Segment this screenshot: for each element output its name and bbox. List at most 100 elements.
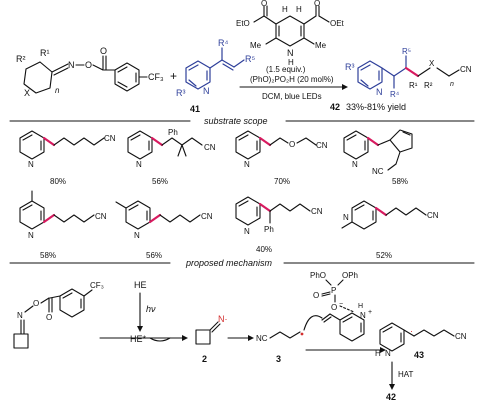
reactant-oxime-ester: X n R² R¹ N O O CF₃	[16, 46, 164, 98]
s8-yield: 52%	[376, 251, 392, 260]
main-arrow-head	[342, 84, 348, 90]
condition-equiv: (1.5 equiv.)	[266, 65, 306, 74]
label-hantzsch-nh: H	[288, 58, 294, 67]
label-x-42: X	[429, 59, 435, 68]
label-n-pyr-42: N	[376, 87, 383, 97]
s4-nc: NC	[372, 167, 384, 176]
scope-compound-8: N CN 52%	[341, 200, 439, 260]
s2-yield: 56%	[152, 177, 168, 186]
mech-oph: OPh	[342, 271, 358, 280]
mech-hat: HAT	[398, 370, 414, 379]
scope-compound-7: N Ph CN 40%	[235, 196, 323, 254]
section-title-mechanism: proposed mechanism	[185, 258, 273, 268]
s2-ph: Ph	[168, 128, 178, 137]
scope-compound-5: N CN 58%	[19, 190, 107, 260]
label-n-42: n	[450, 81, 454, 88]
label-r5-42: R⁵	[402, 47, 411, 56]
label-hantzsch-h: H	[282, 5, 288, 14]
s7-yield: 40%	[256, 245, 272, 254]
label-n: n	[55, 86, 60, 95]
label-r5-41: R⁵	[245, 54, 255, 64]
section-title-scope: substrate scope	[204, 116, 268, 126]
s1-cn: CN	[104, 134, 116, 143]
label-x: X	[24, 88, 30, 98]
mech-o-top: O	[313, 291, 319, 300]
mech-43-n: N	[385, 349, 391, 358]
label-n-pyr-41: N	[203, 86, 210, 96]
mech-label-2: 2	[202, 354, 207, 364]
mech-label-43: 43	[414, 350, 424, 360]
mech-pho: PhO	[310, 271, 326, 280]
scope-compound-4: N NC 58%	[343, 129, 413, 186]
label-r2-42: R²	[424, 81, 433, 90]
label-r3-41: R³	[176, 88, 186, 98]
label-r4-41: R⁴	[218, 38, 228, 48]
mech-nc: NC	[256, 334, 268, 343]
mech-arrow-3-head	[380, 347, 386, 353]
s1-n: N	[28, 160, 34, 169]
mech-he: HE	[134, 280, 147, 290]
mech-phosphate: PhO P OPh O O −	[310, 271, 358, 312]
s3-yield: 70%	[274, 177, 290, 186]
mech-43-h: H	[375, 349, 381, 358]
mech-minus: −	[339, 301, 343, 308]
mech-radical-dot-3	[300, 332, 304, 336]
mech-label-42: 42	[386, 392, 396, 402]
mech-pyridinium: N + H	[321, 303, 372, 342]
product-42: N R³ R⁴ R⁵ R¹ R² X n CN	[345, 47, 472, 99]
s2-n: N	[136, 160, 142, 169]
mech-pyr-n: N	[360, 311, 366, 320]
compound-41: N R³ R⁴ R⁵ 41	[176, 38, 255, 114]
condition-solvent: DCM, blue LEDs	[262, 92, 322, 101]
s3-n: N	[244, 160, 250, 169]
mech-arrow-1-head	[182, 335, 188, 341]
label-r3-42: R³	[345, 62, 355, 72]
s2-cn: CN	[204, 143, 216, 152]
product-label-42: 42	[330, 102, 340, 112]
mech-n-radical: N·	[218, 314, 228, 324]
s7-ph: Ph	[264, 225, 274, 234]
mech-he-star: HE*	[130, 334, 147, 344]
label-oet: OEt	[330, 19, 345, 28]
scope-compound-6: N CN 56%	[115, 200, 213, 260]
mech-pyr-h: H	[358, 303, 363, 310]
s4-yield: 58%	[392, 177, 408, 186]
mech-p: P	[331, 286, 336, 295]
label-r2: R²	[16, 54, 26, 64]
s7-n: N	[244, 227, 250, 236]
condition-catalyst: (PhO)₂PO₂H (20 mol%)	[250, 75, 334, 84]
s6-yield: 56%	[146, 251, 162, 260]
mech-he-arrow-head	[137, 326, 143, 332]
s3-o: O	[289, 140, 295, 149]
s1-yield: 80%	[50, 177, 66, 186]
mech-hbond	[339, 305, 355, 313]
mech-hv: hν	[146, 304, 156, 314]
label-n-oxime: N	[68, 60, 75, 70]
mech-arrow-2-head	[248, 335, 254, 341]
label-41: 41	[190, 104, 200, 114]
plus-sign: +	[170, 69, 177, 83]
mech-pyr-plus: +	[368, 309, 372, 316]
scope-compound-2: N Ph CN 56%	[127, 128, 216, 186]
label-r1-42: R¹	[409, 81, 418, 90]
label-eto: EtO	[236, 19, 250, 28]
label-r1: R¹	[40, 48, 50, 58]
s4-n: N	[352, 160, 358, 169]
mech-oxime-o-carbonyl: O	[46, 313, 52, 322]
label-r4-42: R⁴	[390, 90, 400, 99]
label-o-left: O	[261, 0, 267, 8]
mech-o-minus: O	[331, 303, 337, 312]
s8-cn: CN	[427, 211, 439, 220]
label-me-left: Me	[250, 41, 262, 50]
s5-yield: 58%	[40, 251, 56, 260]
scope-compound-3: N O CN 70%	[235, 130, 328, 186]
s7-cn: CN	[311, 207, 323, 216]
hantzsch-ester: N H H H O EtO O OEt Me Me	[236, 0, 345, 67]
mech-43-cn: CN	[455, 332, 467, 341]
s5-cn: CN	[95, 212, 107, 221]
product-yield: 33%-81% yield	[346, 102, 406, 112]
s3-cn: CN	[316, 141, 328, 150]
label-cn-42: CN	[460, 65, 472, 74]
s6-cn: CN	[201, 212, 213, 221]
